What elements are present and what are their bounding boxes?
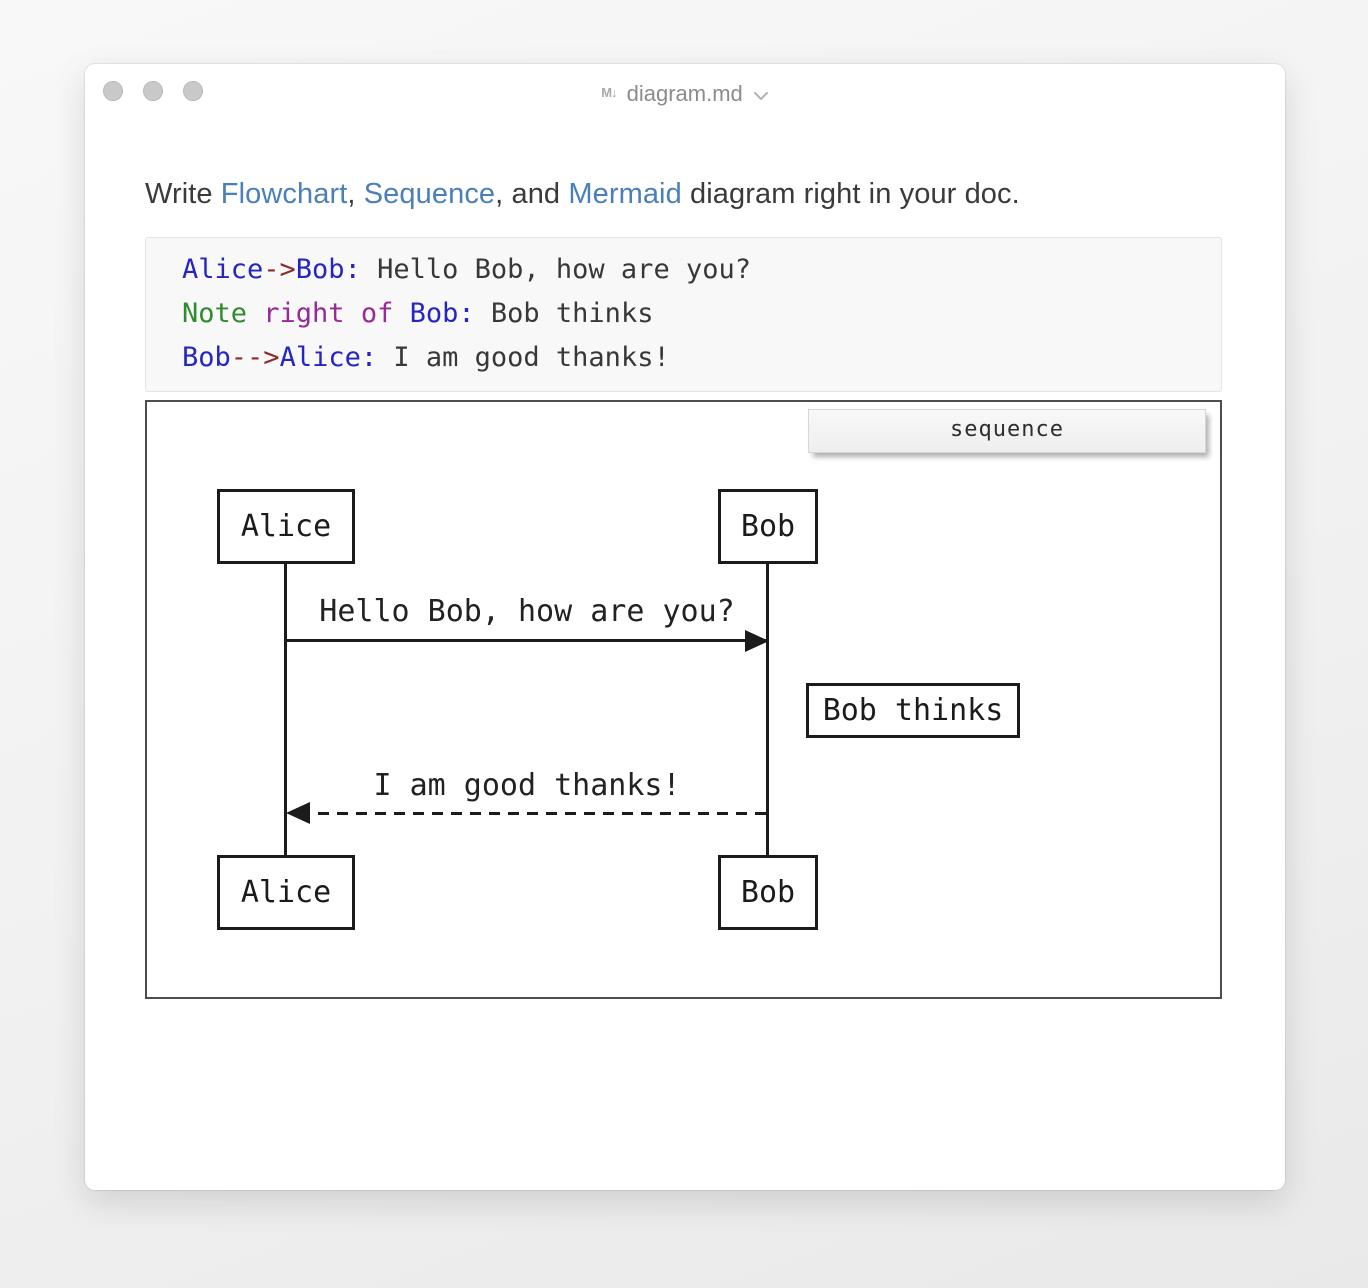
editor-window: M↓ diagram.md Write Flowchart, Sequence,… [85,64,1285,1190]
code-token: I am good thanks! [377,342,670,373]
code-token: --> [230,342,280,373]
arrowhead-left-icon [286,802,310,824]
actor-box-alice-top: Alice [217,489,355,564]
window-title-row: M↓ diagram.md [85,64,1285,124]
code-token: : [360,342,378,373]
arrowhead-right-icon [745,630,769,652]
link-sequence[interactable]: Sequence [363,178,496,210]
lifeline-alice [284,564,287,855]
code-token: Note [182,298,248,329]
code-token: : [458,298,475,329]
message-line-dashed [299,812,768,815]
code-token: Bob [295,254,345,285]
zoom-button[interactable] [183,81,203,101]
code-token: right of [247,298,410,329]
actor-box-alice-bottom: Alice [217,855,355,930]
diagram-language-badge[interactable]: sequence [809,410,1205,452]
code-token: Bob thinks [474,298,654,329]
code-token: Alice [182,254,264,285]
message-line-solid [286,639,768,642]
document-area: Write Flowchart, Sequence, and Mermaid d… [85,178,1285,999]
message-label-2: I am good thanks! [373,768,681,803]
link-mermaid[interactable]: Mermaid [568,178,682,210]
markdown-icon: M↓ [601,84,617,100]
code-token: : [344,254,361,285]
traffic-lights [103,81,203,101]
link-flowchart[interactable]: Flowchart [220,178,348,210]
sequence-diagram: sequence Alice Bob Hello Bob, how are yo… [145,400,1222,999]
code-line: Bob-->Alice: I am good thanks! [182,336,1221,380]
code-token: Hello Bob, how are you? [360,254,751,285]
code-token: Bob [409,298,459,329]
document-heading: Write Flowchart, Sequence, and Mermaid d… [145,178,1225,211]
lifeline-bob [766,564,769,855]
sequence-code-block[interactable]: Alice->Bob: Hello Bob, how are you? Note… [145,237,1222,392]
actor-box-bob-bottom: Bob [718,855,818,930]
heading-text: diagram right in your doc. [681,178,1020,210]
code-line: Note right of Bob: Bob thinks [182,292,1221,336]
close-button[interactable] [103,81,123,101]
message-label-1: Hello Bob, how are you? [319,594,735,629]
heading-text: Write [145,178,221,210]
code-token: Bob [182,342,231,373]
actor-box-bob-top: Bob [718,489,818,564]
window-title: diagram.md [626,81,743,106]
note-box: Bob thinks [806,683,1020,738]
code-line: Alice->Bob: Hello Bob, how are you? [182,248,1221,292]
title-bar: M↓ diagram.md [85,64,1285,124]
chevron-down-icon[interactable] [753,91,769,101]
heading-text: , [347,178,364,210]
code-token: -> [263,254,296,285]
code-token: Alice [279,342,361,373]
minimize-button[interactable] [143,81,163,101]
heading-text: , and [495,178,569,210]
